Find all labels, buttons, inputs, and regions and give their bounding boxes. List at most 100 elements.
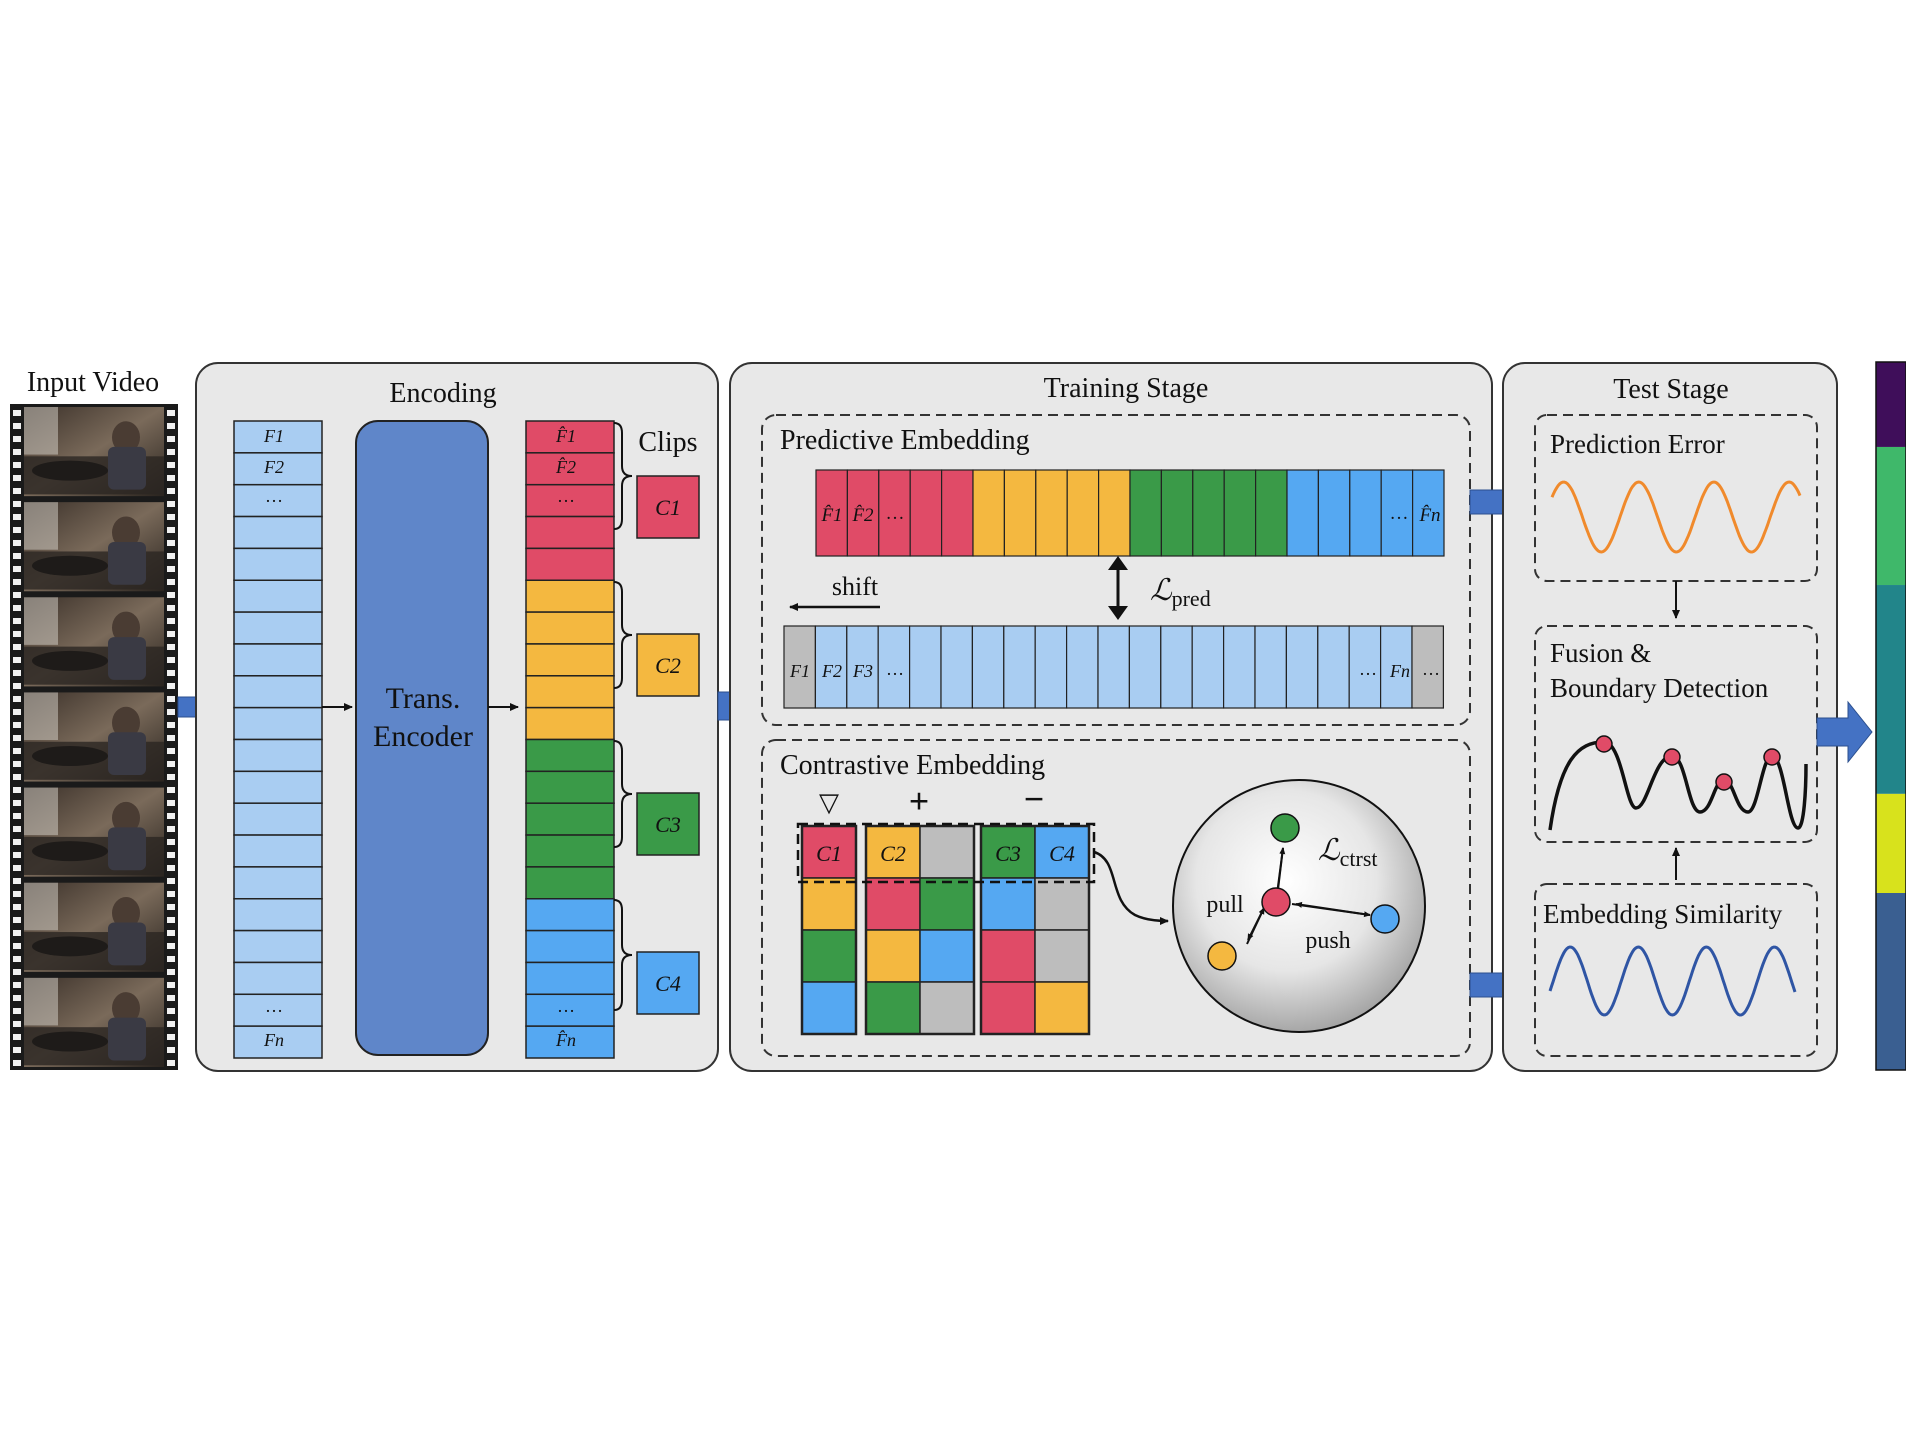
test-stage-panel: Test Stage Prediction Error Fusion & Bou… xyxy=(1502,362,1838,1072)
output-feature-cell xyxy=(525,802,615,836)
predicted-feature-row xyxy=(815,469,1445,557)
target-feature-cell xyxy=(1034,625,1068,709)
fusion-title-line2: Boundary Detection xyxy=(1550,673,1769,703)
film-hole xyxy=(13,748,21,754)
film-hole xyxy=(167,566,175,572)
film-hole xyxy=(13,826,21,832)
film-hole xyxy=(13,644,21,650)
output-feature-cell xyxy=(525,993,615,1027)
training-stage-title: Training Stage xyxy=(1044,373,1209,404)
input-feature-cell xyxy=(233,515,323,550)
predicted-feature-cell xyxy=(1349,469,1382,557)
contrastive-cell xyxy=(1034,981,1090,1035)
embedding-sphere: ℒctrst pull push xyxy=(1172,779,1426,1033)
film-hole xyxy=(167,592,175,598)
film-hole xyxy=(167,943,175,949)
input-feature-cell xyxy=(233,643,323,677)
target-feature-row xyxy=(783,625,1444,709)
input-feature-cell xyxy=(233,866,323,900)
target-feature-cell xyxy=(1222,625,1256,709)
film-hole xyxy=(13,709,21,715)
output-feature-cell xyxy=(525,643,615,677)
clip-c2-label: C2 xyxy=(655,653,681,678)
contrastive-cell xyxy=(919,929,975,983)
film-hole xyxy=(13,930,21,936)
video-frame xyxy=(24,692,164,782)
clip-c3: C3 xyxy=(636,792,700,856)
predicted-feature-cell xyxy=(1066,469,1100,557)
film-hole xyxy=(13,618,21,624)
target-feature-cell xyxy=(1097,625,1130,709)
predicted-feature-cell xyxy=(940,469,974,557)
contrastive-group-outline xyxy=(979,824,1091,1036)
pull-label: pull xyxy=(1206,892,1244,918)
output-feature-cell xyxy=(525,515,615,550)
film-hole xyxy=(13,956,21,962)
target-feature-cell xyxy=(1160,625,1193,709)
output-feature-cell xyxy=(525,770,615,804)
target-feature-cell xyxy=(908,625,942,709)
input-feature-f1: F1 xyxy=(263,426,284,446)
segment-bar-outline xyxy=(1875,361,1906,1071)
output-feature-cell xyxy=(525,738,615,773)
ct-c3-label: C3 xyxy=(995,841,1021,866)
film-hole xyxy=(13,449,21,455)
input-feature-ellipsis: … xyxy=(265,486,283,506)
output-feature-cell xyxy=(525,961,615,996)
film-hole xyxy=(167,527,175,533)
contrastive-cell xyxy=(1034,877,1090,931)
film-hole xyxy=(167,553,175,559)
pred-bottom-last-3: … xyxy=(1422,659,1440,679)
target-feature-cell xyxy=(1065,625,1099,709)
film-hole xyxy=(13,1060,21,1066)
loss-pred-label: ℒpred xyxy=(1150,574,1211,611)
sphere-point-yellow xyxy=(1207,941,1237,971)
contrastive-cell xyxy=(980,929,1036,983)
anchor-symbol: ▽ xyxy=(819,788,839,817)
target-feature-cell xyxy=(940,625,973,709)
film-hole xyxy=(167,761,175,767)
film-hole xyxy=(13,631,21,637)
film-hole xyxy=(167,839,175,845)
prediction-error-title: Prediction Error xyxy=(1550,429,1725,459)
ct-c2-label: C2 xyxy=(880,841,906,866)
film-hole xyxy=(13,1047,21,1053)
target-feature-cell xyxy=(971,625,1005,709)
output-feature-cell xyxy=(525,420,615,454)
predicted-feature-cell xyxy=(815,469,848,557)
pred-top-label-2: F̂2 xyxy=(851,505,874,526)
clip-braces xyxy=(613,422,633,1011)
target-feature-cell xyxy=(1254,625,1287,709)
film-hole xyxy=(167,1047,175,1053)
contrastive-group-outline xyxy=(864,824,976,1036)
pred-bottom-label-1: F1 xyxy=(789,661,810,681)
input-feature-cell xyxy=(233,420,323,454)
predicted-feature-cell xyxy=(1411,469,1445,557)
fusion-boundary-box: Fusion & Boundary Detection xyxy=(1534,625,1818,843)
input-feature-column: F1 F2 … … Fn xyxy=(233,420,323,1059)
film-hole xyxy=(13,462,21,468)
film-hole xyxy=(167,436,175,442)
output-feature-cell xyxy=(525,1025,615,1059)
film-hole xyxy=(167,696,175,702)
pred-top-label-1: F̂1 xyxy=(820,505,842,526)
test-stage-title: Test Stage xyxy=(1613,374,1728,405)
film-hole xyxy=(167,488,175,494)
film-hole xyxy=(167,410,175,416)
film-hole xyxy=(13,657,21,663)
pred-bottom-label-4: … xyxy=(886,659,904,679)
film-hole xyxy=(13,501,21,507)
output-feature-cell xyxy=(525,866,615,900)
target-feature-cell xyxy=(1379,625,1413,709)
output-feature-cell xyxy=(525,547,615,582)
film-hole xyxy=(13,800,21,806)
boundary-peak-marker xyxy=(1763,748,1781,766)
film-hole xyxy=(167,657,175,663)
film-hole xyxy=(13,579,21,585)
target-feature-cell xyxy=(1348,625,1382,709)
film-hole xyxy=(13,969,21,975)
negative-symbol: − xyxy=(1024,779,1045,819)
clip-c1: C1 xyxy=(636,475,700,539)
prediction-error-curve xyxy=(1550,480,1802,554)
output-feature-cell xyxy=(525,898,615,932)
